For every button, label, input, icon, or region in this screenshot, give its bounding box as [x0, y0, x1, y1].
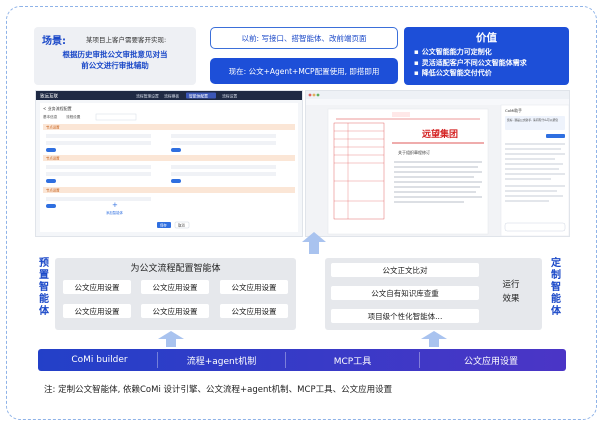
value-list: 公文智能能力可定制化 灵活适配客户不同公文智能体需求 降低公文智能交付代价 [414, 47, 527, 79]
up-arrow-icon [158, 331, 184, 347]
run-effect-line: 效果 [502, 294, 520, 304]
after-text: 现在: 公文+Agent+MCP配置使用, 即搭即用 [228, 66, 380, 76]
section-header: 节点设置 [46, 188, 60, 193]
doc-app-setting: 公文应用设置 [141, 304, 209, 318]
value-item: 灵活适配客户不同公文智能体需求 [414, 58, 527, 69]
value-item: 降低公文智能交付代价 [414, 68, 527, 79]
bar-item-comi-builder: CoMi builder [42, 352, 158, 368]
assistant-title: CoMi助手 [505, 108, 522, 113]
value-item: 公文智能能力可定制化 [414, 47, 527, 58]
cancel-label: 取消 [178, 223, 185, 228]
after-box: 现在: 公文+Agent+MCP配置使用, 即搭即用 [210, 58, 398, 84]
side-char: 置 [39, 270, 49, 281]
add-agent-label[interactable]: 添加智能体 [106, 210, 124, 215]
assistant-input[interactable] [504, 222, 566, 232]
preset-title: 为公文流程配置智能体 [130, 264, 221, 274]
value-box: 价值 公文智能能力可定制化 灵活适配客户不同公文智能体需求 降低公文智能交付代价 [404, 27, 569, 85]
side-char: 定 [551, 258, 561, 269]
side-char: 智 [551, 282, 561, 293]
doc-app-setting: 公文应用设置 [220, 304, 288, 318]
nav-item-active[interactable]: 智能体配置 [189, 94, 208, 99]
bar-item-flow-agent: 流程+agent机制 [158, 352, 286, 368]
before-box: 以前: 写接口、搭智能体、改前端页面 [210, 27, 398, 49]
up-arrow-icon [421, 331, 447, 347]
before-text: 以前: 写接口、搭智能体、改前端页面 [241, 33, 367, 43]
scene-line-2: 前公文进行审批辅助 [81, 61, 149, 70]
run-effect-label: 运行 效果 [489, 278, 533, 306]
brand-text: 致远互联 [40, 93, 58, 100]
effect-item: 公文正文比对 [331, 263, 479, 277]
effect-item: 项目级个性化智能体... [331, 309, 479, 323]
doc-app-setting: 公文应用设置 [220, 280, 288, 294]
document-stamp-title: 远望集团 [422, 128, 458, 140]
side-char: 预 [39, 258, 49, 269]
bar-item-doc-setting: 公文应用设置 [463, 356, 518, 367]
bar-item-mcp-tool: MCP工具 [286, 352, 420, 368]
outer-dashed-frame [6, 6, 597, 420]
run-effect-line: 运行 [502, 280, 520, 290]
side-label-preset: 预 置 智 能 体 [37, 258, 51, 318]
doc-app-setting: 公文应用设置 [63, 280, 131, 294]
tab-basic[interactable]: 基本信息 [43, 114, 58, 119]
scene-tag: 场景: [42, 36, 66, 47]
custom-agents-panel: 公文正文比对 公文自有知识库查重 项目级个性化智能体... 运行 效果 [325, 258, 542, 330]
footnote: 注: 定制公文智能体, 依赖CoMi 设计引擎、公文流程+agent机制、MCP… [44, 385, 393, 395]
up-arrow-icon [302, 232, 326, 254]
save-button[interactable] [157, 222, 171, 228]
plus-icon[interactable]: + [112, 201, 118, 209]
panel-title: < 业务流程配置 [43, 105, 72, 111]
cancel-button[interactable] [174, 221, 190, 229]
capability-bar: CoMi builder 流程+agent机制 MCP工具 公文应用设置 [38, 349, 566, 371]
document-assistant-illustration: 远望集团 关于组织章程修订 CoMi助手 您好, 我是公文助手, 请问有什么可以… [306, 91, 569, 236]
scene-line-1: 根据历史审批公文审批意见对当 [62, 50, 168, 59]
nav-item[interactable]: 流程模板 [164, 94, 179, 99]
side-char: 体 [39, 306, 49, 317]
workflow-config-screenshot: 致远互联 流程管理设置 流程模板 智能体配置 流程设置 < 业务流程配置 基本信… [36, 91, 302, 236]
section-header: 节点设置 [46, 156, 60, 161]
side-char: 体 [551, 306, 561, 317]
side-label-custom: 定 制 智 能 体 [549, 258, 563, 318]
nav-item[interactable]: 流程管理设置 [136, 94, 159, 99]
document-assistant-screenshot: 远望集团 关于组织章程修订 CoMi助手 您好, 我是公文助手, 请问有什么可以… [306, 91, 569, 236]
side-char: 智 [39, 282, 49, 293]
scene-box: 场景: 某项目上客户需要客开实现: 根据历史审批公文审批意见对当 前公文进行审批… [34, 27, 196, 85]
scene-subtitle: 某项目上客户需要客开实现: [86, 36, 167, 44]
workflow-config-illustration: 致远互联 流程管理设置 流程模板 智能体配置 流程设置 < 业务流程配置 基本信… [36, 91, 302, 236]
save-label: 保存 [160, 223, 167, 228]
preset-agents-panel: 为公文流程配置智能体 公文应用设置 公文应用设置 公文应用设置 公文应用设置 公… [55, 258, 296, 330]
side-char: 制 [551, 270, 561, 281]
tab-flow[interactable]: 流程设置 [66, 114, 81, 119]
doc-app-setting: 公文应用设置 [141, 280, 209, 294]
nav-item[interactable]: 流程设置 [222, 94, 237, 99]
side-char: 能 [551, 294, 561, 305]
scene-description: 根据历史审批公文审批意见对当 前公文进行审批辅助 [40, 49, 190, 71]
assistant-message: 您好, 我是公文助手, 请问有什么可以帮您 [507, 118, 558, 122]
value-title: 价值 [476, 32, 497, 44]
doc-app-setting: 公文应用设置 [63, 304, 131, 318]
document-heading: 关于组织章程修订 [398, 149, 430, 155]
section-header: 节点设置 [46, 125, 60, 130]
side-char: 能 [39, 294, 49, 305]
effect-item: 公文自有知识库查重 [331, 286, 479, 300]
